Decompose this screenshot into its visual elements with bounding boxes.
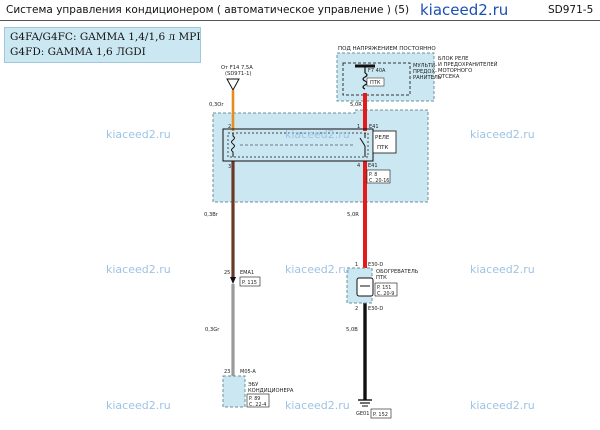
relay-block-line-1: БЛОК РЕЛЕ bbox=[438, 56, 468, 62]
switch-blade bbox=[359, 137, 366, 147]
wire-label-black: 5,0B bbox=[346, 327, 358, 333]
relay-coil-icon bbox=[231, 133, 235, 157]
watermark-4: kiaceed2.ru bbox=[106, 263, 171, 276]
fuse-source-icon bbox=[226, 78, 240, 92]
watermark-5: kiaceed2.ru bbox=[285, 263, 350, 276]
hot-at-all-times-label: ПОД НАПРЯЖЕНИЕМ ПОСТОЯННО bbox=[338, 46, 436, 52]
ecu-page-box bbox=[246, 393, 270, 408]
fuse-element bbox=[362, 72, 368, 90]
wire-label-orange: 0,3Or bbox=[209, 102, 224, 108]
heater-icon bbox=[356, 277, 374, 297]
relay-tag: ПТК bbox=[377, 145, 388, 151]
relay-pin-2: 2 bbox=[228, 124, 231, 130]
engine-line-2: G4FD: GAMMA 1,6 ЛGDI bbox=[10, 46, 146, 58]
wire-label-red-mid: 5,0R bbox=[347, 212, 359, 218]
ema1-page-box bbox=[239, 276, 261, 287]
ecu-block bbox=[222, 375, 246, 408]
relay-name: РЕЛЕ bbox=[375, 135, 390, 141]
ema1-name: EMA1 bbox=[240, 270, 254, 276]
multi-fuse-name: F7 40A bbox=[368, 68, 386, 74]
wire-label-red-top: 5,0R bbox=[350, 102, 362, 108]
relay-pin-4: 4 bbox=[357, 163, 360, 169]
heater-page-box bbox=[374, 282, 398, 297]
ecu-pin: 23 bbox=[224, 369, 230, 375]
diagram-title: Система управления кондиционером ( автом… bbox=[6, 4, 410, 16]
watermark-7: kiaceed2.ru bbox=[106, 399, 171, 412]
watermark-8: kiaceed2.ru bbox=[285, 399, 350, 412]
wire-label-gray: 0,3Gr bbox=[205, 327, 220, 333]
ecu-page: P. 89 bbox=[249, 396, 260, 402]
diagram-code: SD971-5 bbox=[548, 4, 594, 16]
ema1-pin: 25 bbox=[224, 270, 230, 276]
multi-fuse-line-2: ПРЕДОХ- bbox=[413, 69, 437, 75]
heater-page: P. 151 bbox=[377, 285, 391, 291]
ecu-line-2: КОНДИЦИОНЕРА bbox=[248, 388, 294, 394]
relay-zone bbox=[212, 109, 429, 203]
relay-page-box bbox=[366, 169, 391, 184]
multi-fuse-tag: ПТК bbox=[370, 80, 381, 86]
relay-inner-outline bbox=[227, 132, 369, 158]
site-name: kiaceed2.ru bbox=[420, 1, 509, 19]
heater-conn-top: E30-D bbox=[368, 262, 383, 268]
heater-line-1: ОБОГРЕВАТЕЛЬ bbox=[376, 269, 419, 275]
relay-label-box bbox=[372, 130, 397, 154]
ground-name: GE01 bbox=[356, 411, 369, 417]
ema1-page: P. 115 bbox=[242, 280, 257, 286]
engine-info-box: G4FA/G4FC: GAMMA 1,4/1,6 л MPI G4FD: GAM… bbox=[4, 27, 201, 63]
heater-page-2: C. 20-9 bbox=[377, 291, 394, 297]
relay-block-line-2: И ПРЕДОХРАНИТЕЛЕЙ bbox=[438, 61, 498, 68]
multi-fuse-tag-box bbox=[366, 77, 385, 87]
header-divider bbox=[0, 20, 600, 21]
engine-line-1: G4FA/G4FC: GAMMA 1,4/1,6 л MPI bbox=[10, 31, 201, 43]
relay-page-2: C. 20-16 bbox=[369, 178, 389, 184]
watermark-9: kiaceed2.ru bbox=[470, 399, 535, 412]
ecu-connector: M05-A bbox=[240, 369, 256, 375]
connector-ema1-icon bbox=[230, 277, 236, 284]
ground-page: P. 152 bbox=[373, 412, 388, 418]
heater-pin-bottom: 2 bbox=[355, 306, 358, 312]
multi-fuse-line-1: МУЛЬТИ- bbox=[413, 63, 437, 69]
multi-fuse-line-3: РАНИТЕЛЬ bbox=[413, 75, 442, 81]
ecu-line-1: ЭБУ bbox=[248, 382, 259, 388]
relay-conn-top: E41 bbox=[369, 124, 379, 130]
watermark-3: kiaceed2.ru bbox=[470, 128, 535, 141]
relay-block-line-3: МОТОРНОГО bbox=[438, 68, 472, 74]
heater-line-2: ПТК bbox=[376, 275, 387, 281]
wire-label-brown: 0,3Br bbox=[204, 212, 219, 218]
watermark-2: kiaceed2.ru bbox=[285, 128, 350, 141]
watermark-1: kiaceed2.ru bbox=[106, 128, 171, 141]
relay-conn-bottom: E41 bbox=[368, 163, 378, 169]
heater-pin-top: 1 bbox=[355, 262, 358, 268]
fuse-source-name: От F14 7,5A bbox=[221, 65, 253, 71]
ground-page-box bbox=[370, 408, 392, 419]
relay-page: P. 8 bbox=[369, 172, 377, 178]
relay-block-line-4: ОТСЕКА bbox=[438, 74, 460, 80]
relay-pin-1: 1 bbox=[357, 124, 360, 130]
watermark-6: kiaceed2.ru bbox=[470, 263, 535, 276]
ecu-page-2: C. 22-4 bbox=[249, 402, 266, 408]
relay-pin-3: 3 bbox=[228, 164, 231, 170]
heater-conn-bottom: E30-D bbox=[368, 306, 383, 312]
fuse-source-ref: (SD971-1) bbox=[225, 71, 251, 77]
